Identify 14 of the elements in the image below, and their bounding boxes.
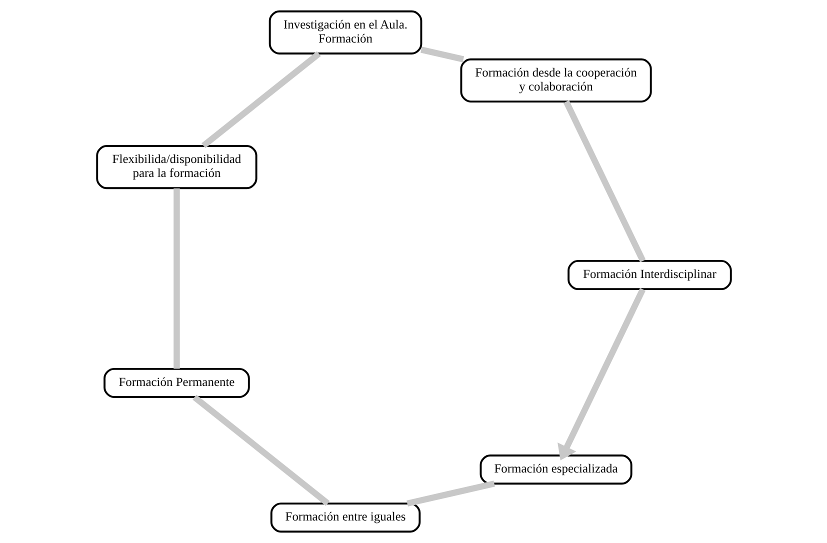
node-box: Formación especializada: [479, 454, 632, 485]
connector: [420, 46, 464, 62]
connector: [562, 100, 646, 262]
node-box: Investigación en el Aula. Formación: [268, 10, 422, 54]
arrow: [557, 288, 646, 460]
node-box: Flexibilida/disponibilidad para la formación: [96, 145, 257, 190]
connector: [406, 480, 494, 507]
node-box: Formación entre iguales: [270, 502, 420, 533]
node-box: Formación Permanente: [103, 368, 250, 398]
connector: [173, 188, 180, 369]
connector: [192, 394, 330, 506]
node-box: Formación Interdisciplinar: [567, 260, 732, 290]
node-box: Formación desde la cooperación y colaboración: [460, 58, 652, 103]
connector: [201, 51, 320, 148]
